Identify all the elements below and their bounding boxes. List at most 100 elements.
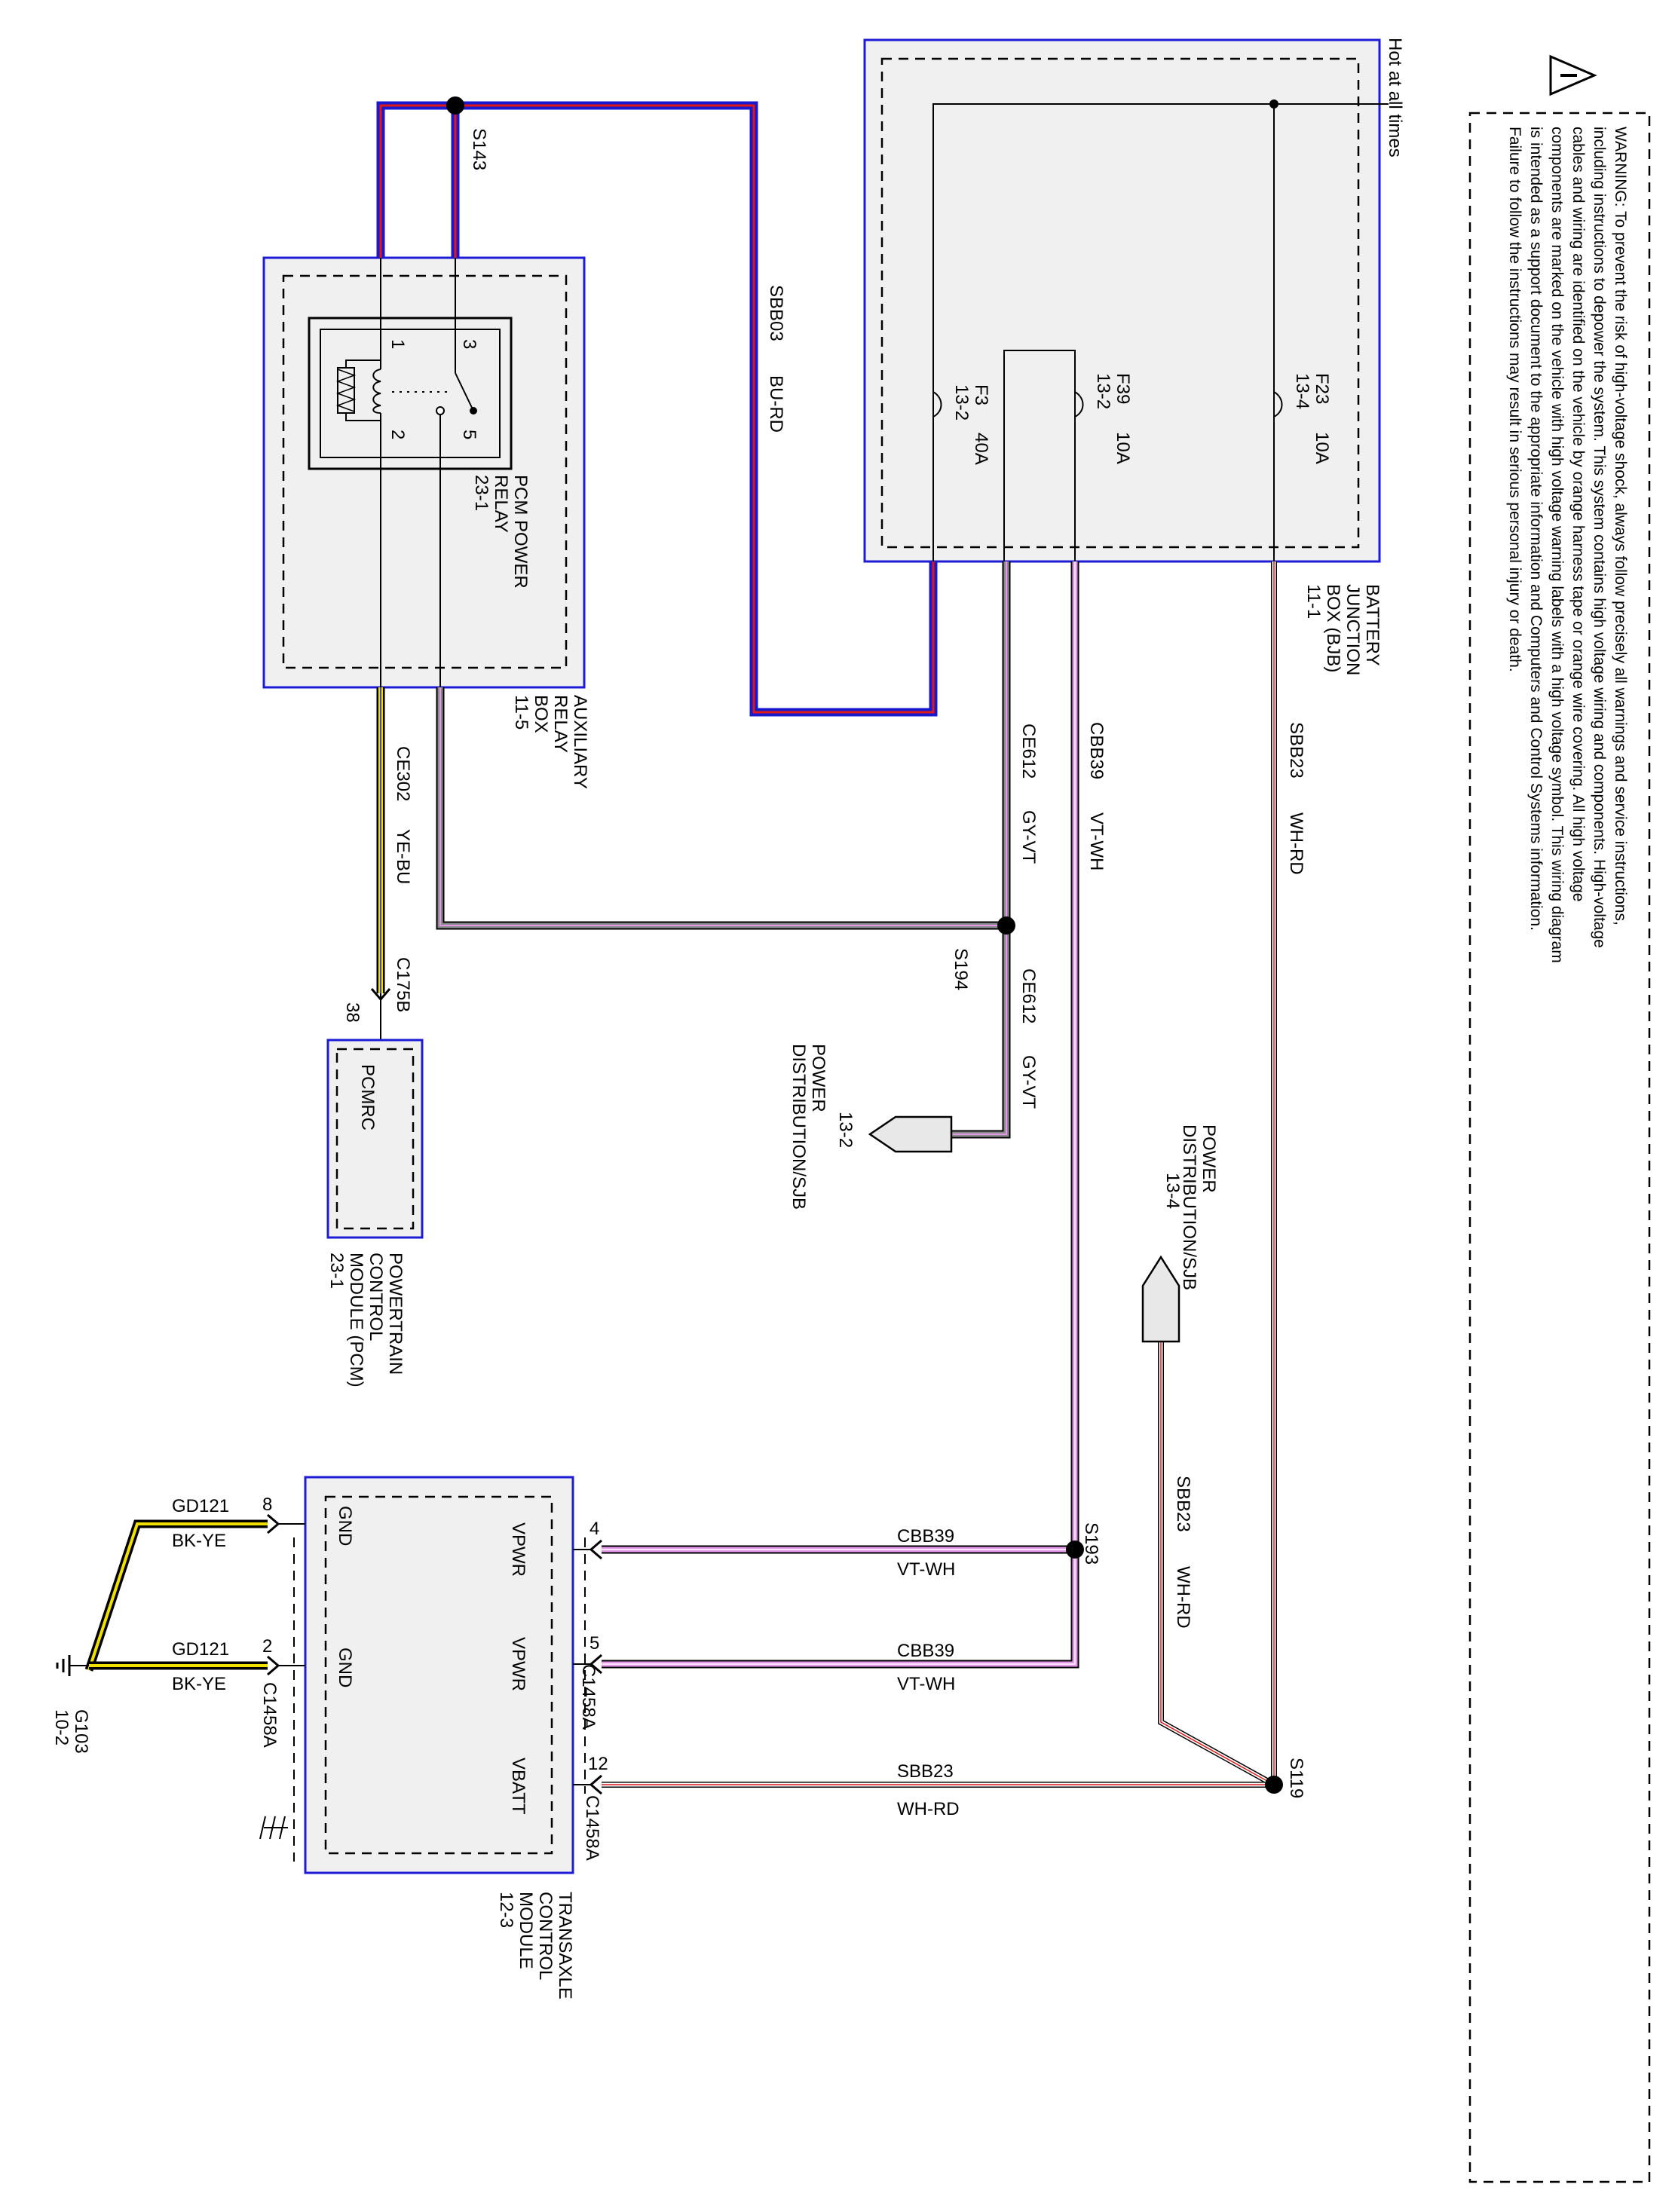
fuse-f23-icon (1273, 391, 1283, 418)
wire-ce612-id-2: CE612 (1018, 968, 1039, 1023)
fuse-f23-rating: 10A (1312, 432, 1332, 464)
fuse-f23-ref: 13-4 (1292, 373, 1312, 409)
tcm-pin-4: 4 (589, 1519, 599, 1539)
relay-pin-1: 1 (387, 339, 408, 349)
tcm-pin-4-arrow-icon (589, 1539, 602, 1560)
pcm-pin-arrow-icon (370, 988, 391, 1002)
splice-s119-label: S119 (1286, 1758, 1306, 1798)
wire-gd121-id-2: GD121 (172, 1639, 229, 1660)
tcm-pin-2: 2 (262, 1636, 272, 1657)
fuse-f39-ref: 13-2 (1093, 373, 1113, 409)
tcm-name-2: CONTROL (535, 1892, 556, 1980)
warning-line-6: Failure to follow the instructions may r… (1506, 127, 1523, 672)
splice-s119 (1265, 1776, 1283, 1794)
pd-13-4-line-1: POWER (1199, 1124, 1219, 1193)
bjb-name-4: 11-1 (1303, 584, 1324, 619)
tcm-pin-12: 12 (588, 1754, 608, 1774)
tcm-pin-4-name: VPWR (508, 1522, 528, 1577)
fuse-f39-rating: 10A (1113, 432, 1133, 464)
warning-line-3: cables and wiring are identified on the … (1569, 127, 1587, 901)
powertrain-control-module: PCMRC 38 C175B POWERTRAIN CONTROL MODULE… (326, 957, 424, 1387)
relay-box-name-4: 11-5 (511, 695, 531, 730)
warning-line-5: is intended as a support document to the… (1527, 127, 1545, 931)
ground-g103-id: G103 (71, 1709, 91, 1754)
warning-line-4: components are marked on the vehicle wit… (1548, 127, 1566, 963)
wire-sbb23-color-2: WH-RD (1173, 1566, 1193, 1629)
splice-s193-label: S193 (1081, 1522, 1101, 1565)
wire-sbb23-id-3: SBB23 (897, 1761, 954, 1782)
tcm-pin-5-name: VPWR (508, 1637, 528, 1691)
pcm-name-2: CONTROL (366, 1253, 386, 1341)
ground-g103: G103 10-2 (51, 1655, 91, 1754)
wire-ce302-id: CE302 (393, 746, 413, 801)
relay-coil-icon (335, 359, 381, 421)
tcm-name-1: TRANSAXLE (555, 1892, 575, 1999)
relay-name-3: 23-1 (471, 475, 491, 511)
pcm-name-1: POWERTRAIN (385, 1253, 406, 1375)
fuse-f3-ref: 13-2 (951, 384, 972, 421)
warning-line-1: WARNING: To prevent the risk of high-vol… (1612, 127, 1629, 925)
case-ground-icon (259, 1816, 288, 1840)
tcm-connector-gnd: C1458A (259, 1682, 280, 1748)
fuse-f3-icon (932, 391, 942, 418)
relay-pin-2: 2 (387, 430, 408, 439)
wire-cbb39-id-3: CBB39 (897, 1641, 954, 1661)
transaxle-control-module: 4 5 12 8 2 VPWR VPWR VBATT GND GND C1458… (259, 1476, 608, 1999)
pd-13-2-ref: 13-2 (835, 1112, 856, 1148)
auxiliary-relay-box: 1 2 3 5 PCM POWER RELAY 23-1 AUXILIARY R… (262, 256, 590, 789)
relay-name-1: PCM POWER (510, 475, 531, 589)
wire-gd121-color-1: BK-YE (172, 1531, 226, 1551)
power-distribution-13-4: 13-4 POWER DISTRIBUTION/SJB (1141, 1124, 1219, 1343)
pd-13-4-line-2: DISTRIBUTION/SJB (1179, 1124, 1199, 1290)
wire-ce612-color-2: GY-VT (1018, 1055, 1039, 1109)
wire-sbb23-color-3: WH-RD (897, 1799, 960, 1819)
wire-sbb03-id: SBB03 (766, 285, 786, 341)
pd-13-2-line-2: DISTRIBUTION/SJB (789, 1044, 809, 1210)
relay-box-name-1: AUXILIARY (570, 695, 590, 789)
splice-s193 (1066, 1540, 1084, 1559)
splice-s143-label: S143 (469, 128, 489, 170)
wire-gd121 (84, 1519, 268, 1672)
tcm-pin-8: 8 (262, 1495, 272, 1515)
splice-s194 (997, 916, 1015, 935)
tcm-pin-8-name: GND (335, 1506, 355, 1546)
bjb-name-2: JUNCTION (1343, 584, 1363, 675)
bjb-hot-label: Hot at all times (1385, 38, 1405, 158)
tcm-name-4: 12-3 (496, 1892, 516, 1928)
wire-sbb23-color-1: WH-RD (1286, 812, 1306, 875)
relay-name-2: RELAY (491, 475, 511, 533)
relay-switch-icon (436, 343, 477, 415)
wire-cbb39-id-1: CBB39 (1086, 722, 1107, 779)
bjb-name-3: BOX (BJB) (1323, 584, 1343, 672)
tcm-pin-12-name: VBATT (508, 1758, 528, 1815)
wire-ce612-color-1: GY-VT (1018, 810, 1039, 864)
fuse-f39-id: F39 (1113, 373, 1133, 404)
tcm-pin-5: 5 (589, 1633, 599, 1654)
fuse-f39-icon (1074, 391, 1084, 418)
wire-gd121-color-2: BK-YE (172, 1674, 226, 1694)
relay-pin-5: 5 (459, 430, 479, 439)
wire-cbb39 (602, 561, 1079, 1669)
wire-cbb39-color-1: VT-WH (1086, 812, 1107, 870)
fuse-f3-id: F3 (971, 384, 991, 405)
wire-ce302-color: YE-BU (393, 829, 413, 884)
splice-s143 (446, 96, 464, 115)
tcm-connector-bottom: C1458A (582, 1795, 602, 1861)
wire-ce612-id-1: CE612 (1018, 724, 1039, 779)
warning-panel: WARNING: To prevent the risk of high-vol… (1468, 54, 1651, 2183)
tcm-name-3: MODULE (516, 1892, 536, 1969)
pcm-pin-name: PCMRC (357, 1064, 378, 1130)
pcm-name-4: 23-1 (326, 1253, 347, 1289)
ground-g103-ref: 10-2 (51, 1709, 72, 1745)
battery-junction-box: Hot at all times BATTERY JUNCTION BOX (B… (863, 38, 1405, 675)
wire-cbb39-color-3: VT-WH (897, 1674, 955, 1694)
wire-cbb39-id-2: CBB39 (897, 1526, 954, 1547)
relay-pin-3: 3 (459, 339, 479, 349)
tcm-pin-2-name: GND (335, 1648, 355, 1687)
splice-s194-label: S194 (951, 948, 971, 990)
wire-sbb23-id-2: SBB23 (1173, 1476, 1193, 1532)
wire-sbb03-color: BU-RD (766, 375, 786, 433)
relay-box-name-2: RELAY (550, 695, 571, 753)
tcm-pin-2-arrow-icon (267, 1655, 280, 1676)
